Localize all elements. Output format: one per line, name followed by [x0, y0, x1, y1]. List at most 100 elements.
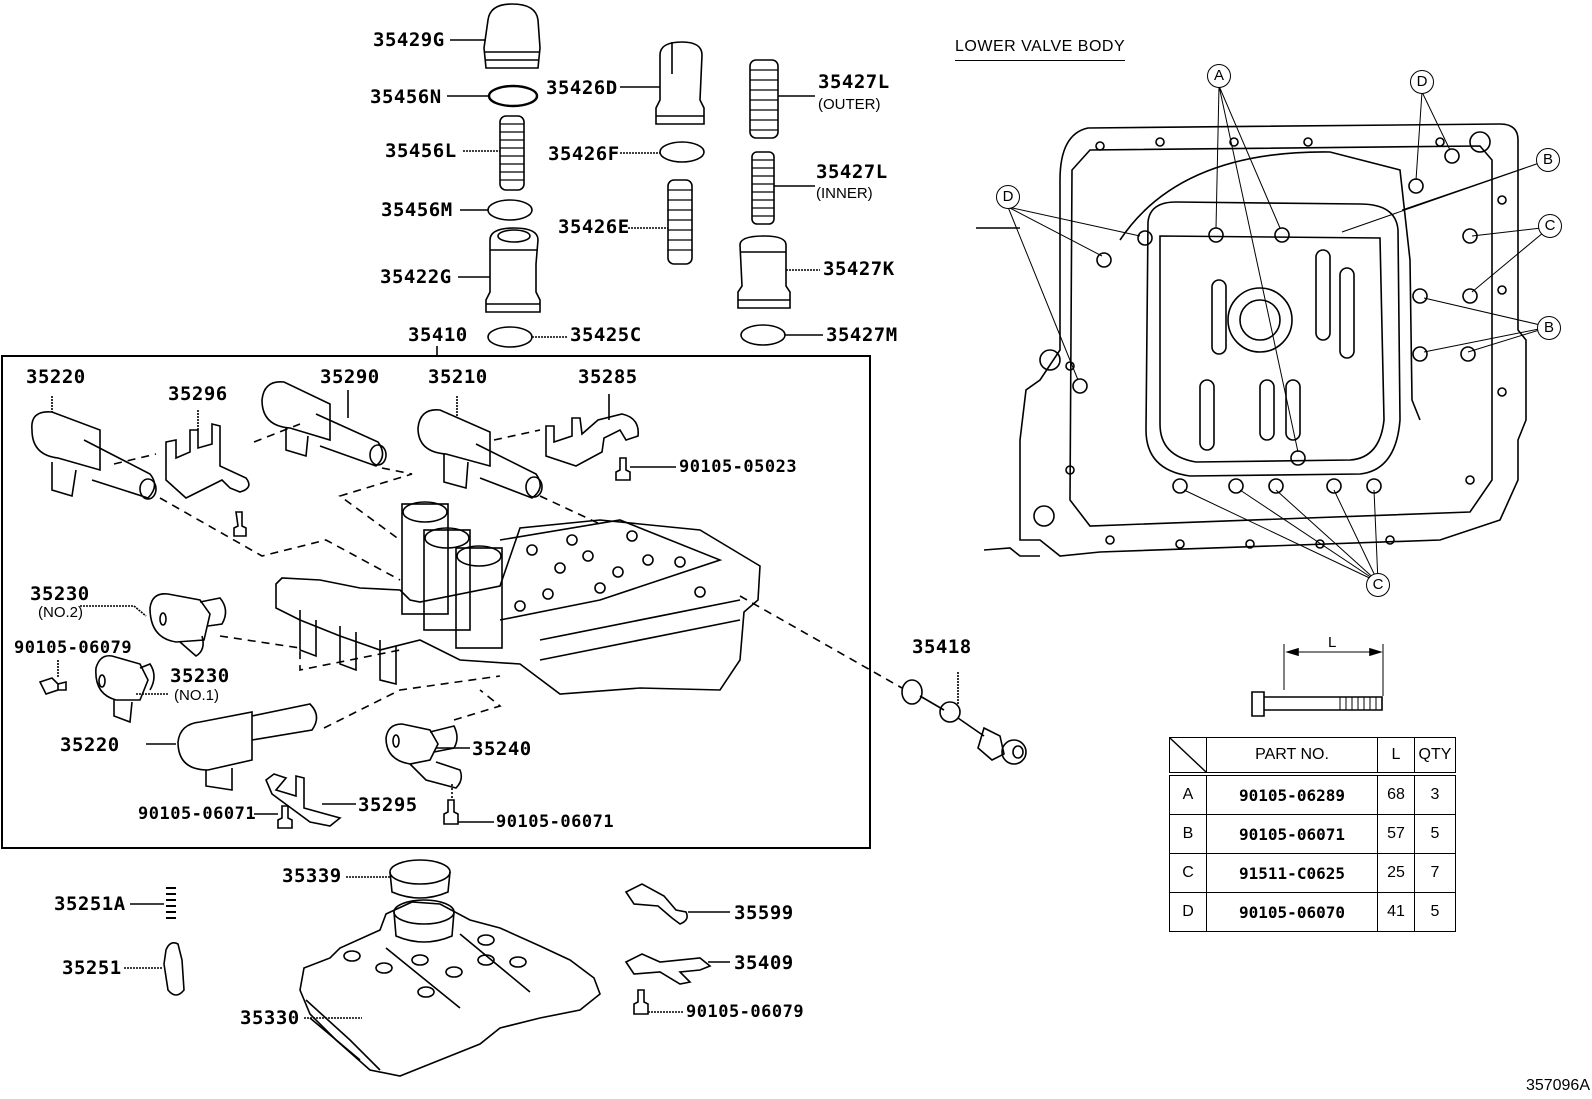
part-label-35427L-outer[interactable]: 35427L	[818, 71, 890, 93]
row-key: D	[1169, 892, 1207, 932]
bolt-icon	[443, 799, 459, 825]
callout-d-top[interactable]: D	[1410, 70, 1434, 94]
part-35426E-spring	[667, 179, 693, 265]
table-row: A 90105-06289 68 3	[1169, 773, 1456, 815]
part-label-35422G[interactable]: 35422G	[380, 266, 452, 288]
part-label-35210[interactable]: 35210	[428, 366, 488, 388]
part-label-35410[interactable]: 35410	[408, 324, 468, 346]
row-part-no[interactable]: 91511-C0625	[1206, 853, 1378, 893]
callout-b-top[interactable]: B	[1536, 148, 1560, 172]
lower-valve-body-callout-leaders	[1007, 85, 1551, 583]
part-label-35456L[interactable]: 35456L	[385, 140, 457, 162]
part-35409-clip	[624, 953, 712, 985]
part-label-35426D[interactable]: 35426D	[546, 77, 618, 99]
part-label-35230-no2[interactable]: 35230	[30, 583, 90, 605]
bolt-icon	[633, 989, 649, 1015]
row-part-no[interactable]: 90105-06289	[1206, 773, 1378, 815]
row-qty: 5	[1414, 814, 1456, 854]
callout-c-bottom[interactable]: C	[1366, 573, 1390, 597]
row-qty: 7	[1414, 853, 1456, 893]
part-35429G-drawing	[483, 3, 541, 69]
part-35290-solenoid	[261, 381, 387, 467]
part-35296-bracket	[165, 422, 250, 499]
part-label-35409[interactable]: 35409	[734, 952, 794, 974]
bolt-length-label: L	[1328, 634, 1337, 651]
part-35426F-oring	[659, 141, 705, 163]
part-35210-solenoid	[417, 409, 543, 499]
lower-valve-body-bolt-points	[1072, 148, 1478, 494]
part-35220-solenoid-top	[31, 411, 157, 500]
figure-id: 357096A	[1525, 1077, 1590, 1094]
assembly-35410-box	[1, 355, 871, 849]
row-length: 41	[1377, 892, 1415, 932]
part-label-90105-06071-left[interactable]: 90105-06071	[138, 804, 257, 824]
part-label-35456N[interactable]: 35456N	[370, 86, 442, 108]
part-label-35290[interactable]: 35290	[320, 366, 380, 388]
part-label-35330[interactable]: 35330	[240, 1007, 300, 1029]
part-35418-harness	[901, 679, 1027, 765]
part-label-90105-06079-box[interactable]: 90105-06079	[14, 638, 133, 658]
bolt-icon	[615, 457, 631, 481]
part-label-35295[interactable]: 35295	[358, 794, 418, 816]
callout-a[interactable]: A	[1207, 64, 1231, 88]
bolt-icon	[277, 805, 293, 829]
part-35410-valve-body	[275, 501, 761, 695]
part-label-35339[interactable]: 35339	[282, 865, 342, 887]
part-label-35251A[interactable]: 35251A	[54, 893, 126, 915]
row-part-no[interactable]: 90105-06071	[1206, 814, 1378, 854]
part-label-35427L-inner[interactable]: 35427L	[816, 161, 888, 183]
lower-valve-body-title: LOWER VALVE BODY	[955, 38, 1126, 61]
bolt-dimension-figure	[1251, 644, 1384, 717]
part-label-90105-05023[interactable]: 90105-05023	[679, 457, 798, 477]
part-label-35426F[interactable]: 35426F	[548, 143, 620, 165]
part-label-35240[interactable]: 35240	[472, 738, 532, 760]
part-label-35285[interactable]: 35285	[578, 366, 638, 388]
part-35427L-outer-spring	[749, 59, 779, 139]
part-label-35220-bottom[interactable]: 35220	[60, 734, 120, 756]
diagonal-slash-icon	[1170, 738, 1206, 772]
part-label-35456M[interactable]: 35456M	[381, 199, 453, 221]
row-length: 68	[1377, 773, 1415, 815]
part-label-35230-no1[interactable]: 35230	[170, 665, 230, 687]
part-35230-no1-solenoid	[95, 654, 155, 724]
part-35427K-drawing	[737, 235, 791, 309]
part-label-35429G[interactable]: 35429G	[373, 29, 445, 51]
callout-c-right[interactable]: C	[1538, 214, 1562, 238]
part-35339-seal	[389, 859, 451, 899]
callout-d-left[interactable]: D	[996, 185, 1020, 209]
part-label-35426E[interactable]: 35426E	[558, 216, 630, 238]
part-label-35425C[interactable]: 35425C	[570, 324, 642, 346]
table-header-qty: QTY	[1414, 737, 1456, 776]
row-length: 57	[1377, 814, 1415, 854]
part-35251A-spring	[166, 887, 176, 919]
part-35295-bracket	[265, 773, 342, 827]
part-label-35296[interactable]: 35296	[168, 383, 228, 405]
part-35456L-spring	[499, 115, 525, 191]
part-label-35427M[interactable]: 35427M	[826, 324, 898, 346]
part-note-inner: (INNER)	[816, 185, 873, 202]
part-35422G-drawing	[485, 227, 541, 313]
part-35330-strainer	[299, 899, 601, 1077]
part-35599-clip	[624, 883, 688, 925]
row-qty: 5	[1414, 892, 1456, 932]
part-35456N-oring	[487, 84, 539, 108]
part-35425C-oring	[487, 326, 533, 348]
part-label-35251[interactable]: 35251	[62, 957, 122, 979]
part-35456M-oring	[487, 199, 533, 221]
part-label-35599[interactable]: 35599	[734, 902, 794, 924]
table-row: C 91511-C0625 25 7	[1169, 853, 1456, 893]
part-label-90105-06079-bottom[interactable]: 90105-06079	[686, 1002, 805, 1022]
table-row: D 90105-06070 41 5	[1169, 892, 1456, 932]
bolt-icon	[38, 677, 67, 695]
part-label-35427K[interactable]: 35427K	[823, 258, 895, 280]
part-label-90105-06071-right[interactable]: 90105-06071	[496, 812, 615, 832]
part-label-35220-top[interactable]: 35220	[26, 366, 86, 388]
table-header-key	[1169, 737, 1207, 776]
callout-b-right[interactable]: B	[1537, 316, 1561, 340]
bolt-icon	[233, 511, 247, 537]
row-part-no[interactable]: 90105-06070	[1206, 892, 1378, 932]
lower-valve-body-drawing	[976, 123, 1527, 557]
part-label-35418[interactable]: 35418	[912, 636, 972, 658]
part-35427L-inner-spring	[751, 151, 775, 225]
